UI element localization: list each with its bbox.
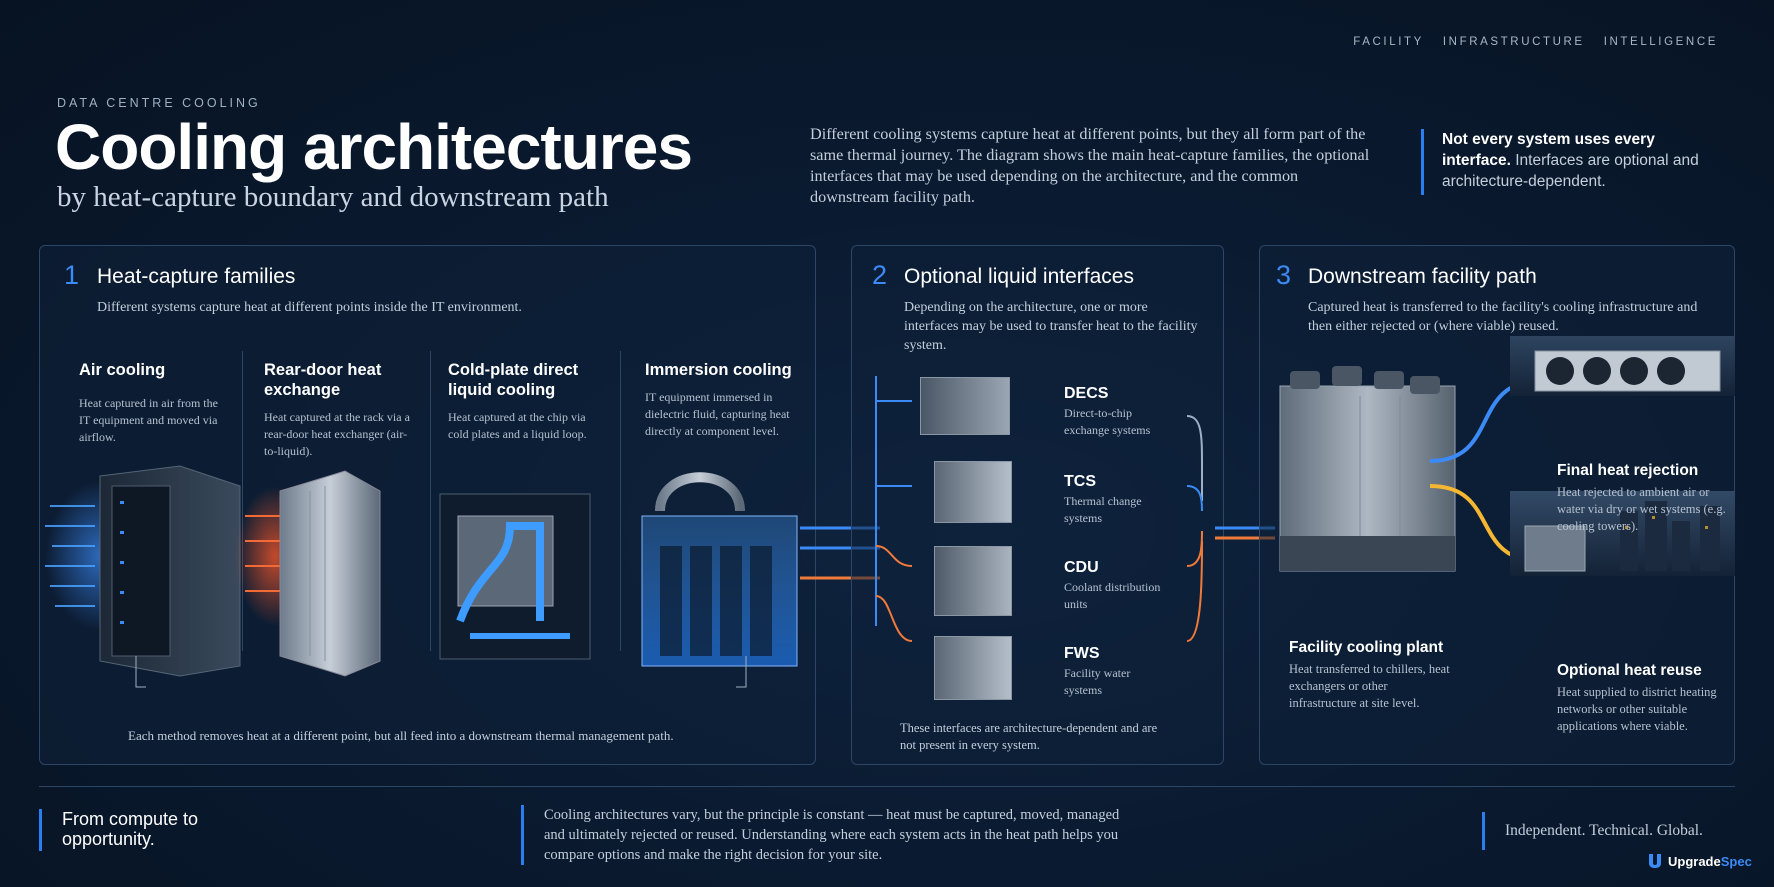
block-title: Optional heat reuse [1557,662,1702,679]
divider [242,351,243,651]
panel1-title: Heat-capture families [97,265,296,288]
block-title: Facility cooling plant [1289,639,1444,656]
family-desc: Heat captured in air from the IT equipme… [79,396,218,444]
block-desc: Heat transferred to chillers, heat excha… [1289,662,1450,710]
block-title: Final heat rejection [1557,462,1699,479]
block-heat-reuse: Optional heat reuse Heat supplied to dis… [1557,662,1727,735]
nav-intelligence[interactable]: INTELLIGENCE [1603,36,1718,48]
brand-name-1: Upgrade [1668,853,1721,869]
panel2-note: These interfaces are architecture-depend… [900,721,1158,752]
divider [430,351,431,651]
interface-desc: Thermal change systems [1064,494,1142,525]
interface-name: TCS [1064,473,1096,490]
block-cooling-plant: Facility cooling plant Heat transferred … [1289,639,1454,712]
family-desc: Heat captured at the chip via cold plate… [448,410,587,441]
panel1-desc: Different systems capture heat at differ… [97,300,522,315]
interface-flow-lines [875,376,1203,642]
family-title: Rear-door heat exchange [264,361,382,399]
intro-text: Different cooling systems capture heat a… [810,125,1370,206]
panel1-number: 1 [64,260,80,290]
nav-infrastructure[interactable]: INFRASTRUCTURE [1442,36,1585,48]
cdu-unit-icon [934,546,1012,616]
cold-plate-icon [439,493,591,660]
tcs-unit-icon [934,461,1012,523]
family-title: Immersion cooling [645,361,792,379]
family-title: Air cooling [79,361,166,379]
interface-desc: Direct-to-chip exchange systems [1064,406,1151,437]
divider [620,351,621,651]
callout: Not every system uses every interface. I… [1421,129,1721,195]
eyebrow: DATA CENTRE COOLING [57,96,261,110]
interface-desc: Coolant distribution units [1064,580,1161,611]
interface-desc: Facility water systems [1064,666,1131,697]
family-rear-door: Rear-door heat exchange Heat captured at… [264,360,414,460]
heat-rejection-icon [1510,336,1735,396]
panel-liquid-interfaces: 2 Optional liquid interfaces Depending o… [851,245,1224,765]
panel1-note: Each method removes heat at a different … [128,728,674,743]
downstream-illustration [1279,336,1735,576]
cooling-plant-icon [1279,366,1456,572]
panel3-number: 3 [1276,260,1292,290]
air-cooling-rack-icon [45,465,241,677]
rear-door-rack-icon [235,470,381,677]
panel3-title: Downstream facility path [1308,265,1537,288]
decs-unit-icon [920,377,1010,435]
page-subtitle: by heat-capture boundary and downstream … [57,181,609,213]
heat-reuse-icon [1510,491,1735,576]
panel2-number: 2 [872,260,888,290]
block-desc: Heat supplied to district heating networ… [1557,685,1717,733]
panel2-desc: Depending on the architecture, one or mo… [904,300,1198,353]
panel-downstream: 3 Downstream facility path Captured heat… [1259,245,1735,765]
footer-divider [39,786,1735,787]
interface-fws: FWS Facility water systems [1064,645,1164,699]
interface-tcs: TCS Thermal change systems [1064,473,1164,527]
footer-summary: Cooling architectures vary, but the prin… [521,805,1141,865]
interface-name: CDU [1064,559,1099,576]
footer-tagline: From compute to opportunity. [39,809,209,851]
interface-cdu: CDU Coolant distribution units [1064,559,1164,613]
block-desc: Heat rejected to ambient air or water vi… [1557,485,1726,533]
nav-facility[interactable]: FACILITY [1353,36,1424,48]
family-cold-plate: Cold-plate direct liquid cooling Heat ca… [448,360,608,443]
brand-name-2: Spec [1720,853,1752,869]
brand-icon [1649,854,1661,868]
families-illustration [45,465,798,688]
fws-unit-icon [934,636,1012,700]
panel3-desc: Captured heat is transferred to the faci… [1308,300,1698,334]
callout-text: Interfaces are optional and architecture… [1442,152,1699,190]
family-desc: Heat captured at the rack via a rear-doo… [264,410,410,458]
page-title: Cooling architectures [55,111,693,183]
family-title: Cold-plate direct liquid cooling [448,361,579,399]
panel2-title: Optional liquid interfaces [904,265,1134,288]
interface-name: FWS [1064,645,1100,662]
panel-heat-capture: 1 Heat-capture families Different system… [39,245,816,765]
family-air: Air cooling Heat captured in air from th… [79,360,229,446]
callout-bold: Not every system uses every interface. [1442,131,1655,169]
top-nav: FACILITY INFRASTRUCTURE INTELLIGENCE [1353,36,1718,48]
interface-decs: DECS Direct-to-chip exchange systems [1064,385,1179,439]
footer-motto: Independent. Technical. Global. [1482,812,1703,850]
family-desc: IT equipment immersed in dielectric flui… [645,390,790,438]
family-immersion: Immersion cooling IT equipment immersed … [645,360,800,440]
block-final-rejection: Final heat rejection Heat rejected to am… [1557,462,1727,535]
immersion-tank-icon [641,472,798,667]
interface-name: DECS [1064,385,1109,402]
